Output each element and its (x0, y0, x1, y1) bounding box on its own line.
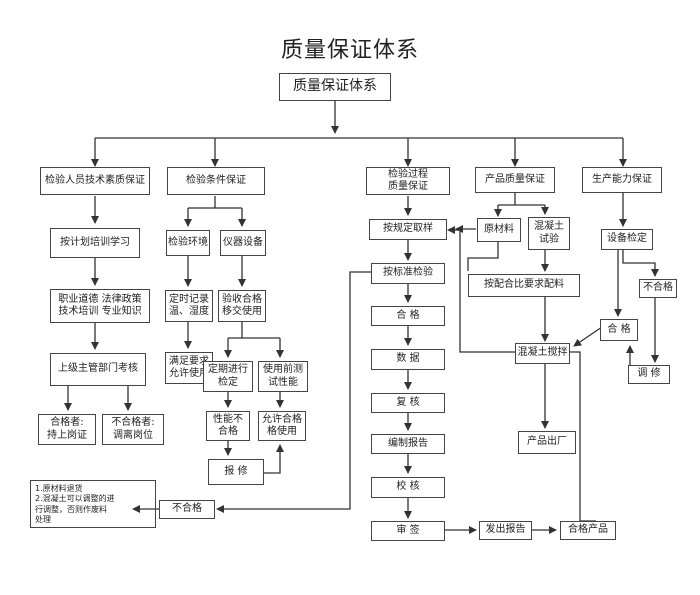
node-process: 检验过程 质量保证 (366, 167, 450, 195)
node-env: 检验环境 (166, 230, 210, 256)
node-mixing: 混凝土搅拌 (515, 343, 570, 364)
node-unqualified: 不合格 (159, 500, 215, 519)
node-pre-use-test: 使用前测 试性能 (258, 361, 308, 392)
node-qualified: 合 格 (371, 306, 445, 326)
disposition-note: 1.原材料退货 2.混凝土可以调整的进 行调整，否则作废料 处理 (30, 480, 156, 528)
node-capacity: 生产能力保证 (582, 167, 662, 193)
node-dept-assess: 上级主管部门考核 (50, 353, 146, 386)
node-raw-material: 原材料 (477, 218, 521, 242)
node-test-std: 按标准检验 (371, 263, 445, 284)
node-data: 数 据 (371, 349, 445, 370)
root-node: 质量保证体系 (279, 73, 391, 101)
node-equip-verify: 设备检定 (601, 229, 653, 250)
node-perf-fail: 性能不 合格 (206, 411, 250, 441)
node-accept-check: 验收合格 移交使用 (218, 290, 266, 322)
node-meet-req: 满足要求 允许使用 (165, 352, 213, 384)
node-unqualified-equip: 不合格 (639, 279, 677, 298)
page-title: 质量保证体系 (280, 38, 419, 63)
node-repair-equip: 调 修 (628, 365, 670, 384)
node-personnel: 检验人员技术素质保证 (40, 167, 150, 195)
node-training-topics: 职业道德 法律政策 技术培训 专业知识 (50, 289, 150, 323)
node-mix-ratio: 按配合比要求配料 (468, 274, 580, 297)
node-report: 编制报告 (371, 434, 445, 454)
node-recheck: 复 核 (371, 393, 445, 413)
node-factory: 产品出厂 (518, 431, 576, 454)
node-concrete-test: 混凝土 试验 (528, 217, 570, 250)
node-sampling: 按规定取样 (369, 219, 447, 240)
node-repair-instrument: 报 修 (208, 459, 264, 485)
node-unqualified-person: 不合格者: 调离岗位 (102, 414, 164, 445)
node-temp-humidity: 定时记录 温、湿度 (165, 290, 213, 322)
node-training-plan: 按计划培训学习 (50, 228, 140, 258)
node-issue-report: 发出报告 (479, 521, 532, 540)
node-proofread: 校 核 (371, 477, 445, 498)
node-approve: 审 签 (371, 521, 445, 541)
node-instruments: 仪器设备 (220, 230, 266, 256)
node-qualified-equip: 合 格 (600, 319, 638, 341)
node-conditions: 检验条件保证 (167, 167, 265, 195)
node-qualified-product: 合格产品 (560, 521, 616, 540)
node-product: 产品质量保证 (475, 167, 555, 193)
node-periodic-verify: 定期进行 检定 (203, 361, 253, 392)
node-allow-use: 允许合格 格使用 (258, 411, 306, 441)
node-qualified-person: 合格者: 持上岗证 (38, 414, 96, 445)
